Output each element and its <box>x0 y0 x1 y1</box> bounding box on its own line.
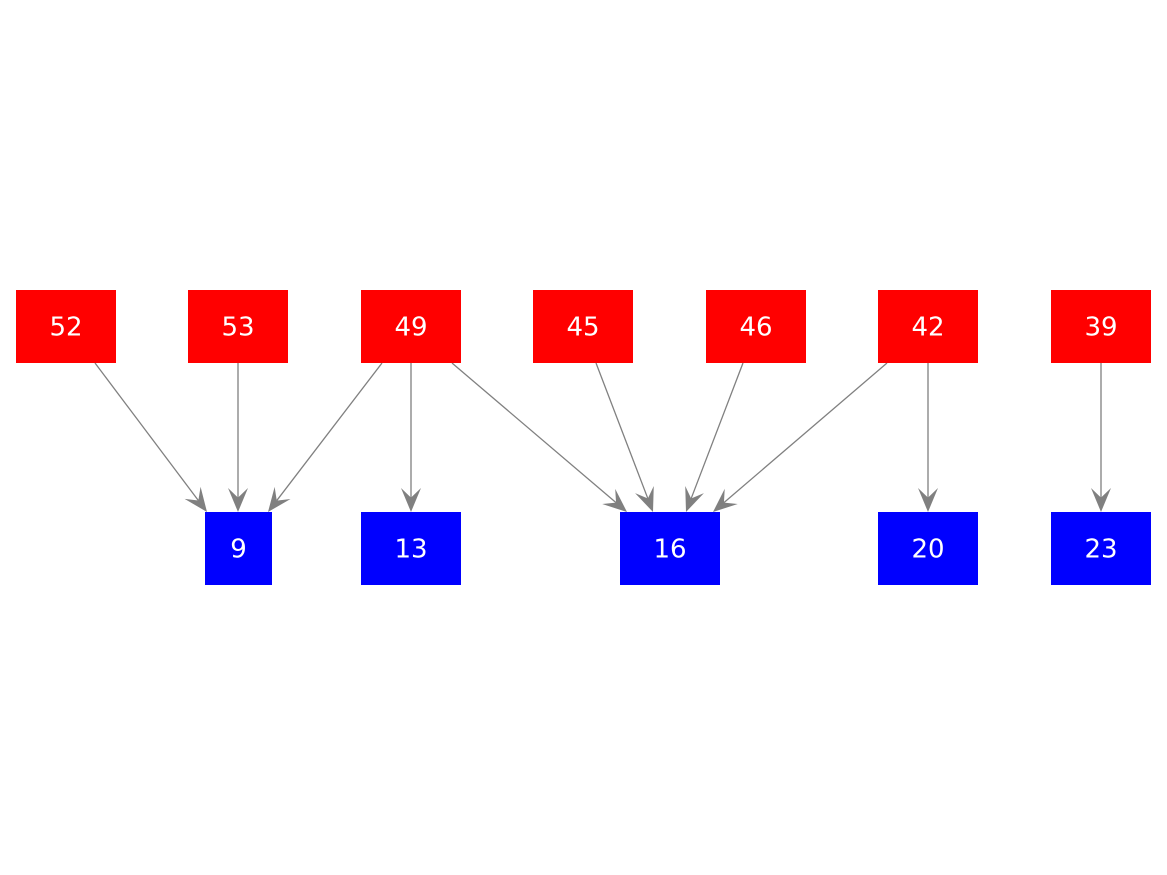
node-label: 20 <box>911 535 944 565</box>
edge-line <box>276 362 383 501</box>
arrowhead-icon <box>401 488 421 512</box>
node-label: 39 <box>1084 313 1117 343</box>
node-label: 16 <box>653 535 686 565</box>
target-node-9: 9 <box>205 512 272 585</box>
edge-53-to-9 <box>228 363 248 512</box>
node-box <box>878 512 978 585</box>
arrowhead-icon <box>685 486 704 512</box>
node-box <box>533 290 633 363</box>
edge-49-to-9 <box>268 362 383 512</box>
node-label: 9 <box>230 535 247 565</box>
arrowhead-icon <box>713 488 738 512</box>
source-node-39: 39 <box>1051 290 1151 363</box>
node-box <box>1051 512 1151 585</box>
source-node-52: 52 <box>16 290 116 363</box>
node-box <box>1051 290 1151 363</box>
node-label: 46 <box>739 313 772 343</box>
node-box <box>620 512 720 585</box>
node-box <box>205 512 272 585</box>
node-box <box>16 290 116 363</box>
source-node-53: 53 <box>188 290 288 363</box>
node-box <box>706 290 806 363</box>
node-label: 45 <box>566 313 599 343</box>
edges-layer <box>94 362 1111 512</box>
source-node-46: 46 <box>706 290 806 363</box>
arrowhead-icon <box>184 486 207 512</box>
edge-39-to-23 <box>1091 363 1111 512</box>
edge-line <box>451 362 617 504</box>
arrowhead-icon <box>228 488 248 512</box>
source-node-42: 42 <box>878 290 978 363</box>
node-box <box>361 512 461 585</box>
node-label: 23 <box>1084 535 1117 565</box>
node-box <box>188 290 288 363</box>
node-label: 49 <box>394 313 427 343</box>
node-label: 53 <box>221 313 254 343</box>
target-node-16: 16 <box>620 512 720 585</box>
edge-line <box>723 362 888 504</box>
edge-49-to-13 <box>401 363 421 512</box>
edge-42-to-20 <box>918 363 938 512</box>
arrowhead-icon <box>1091 488 1111 512</box>
nodes-layer: 52 53 49 45 46 42 39 9 13 16 20 23 <box>16 290 1151 585</box>
node-label: 42 <box>911 313 944 343</box>
arrowhead-icon <box>602 488 627 512</box>
arrowhead-icon <box>918 488 938 512</box>
edge-49-to-16 <box>451 362 627 512</box>
source-node-49: 49 <box>361 290 461 363</box>
source-node-45: 45 <box>533 290 633 363</box>
node-label: 13 <box>394 535 427 565</box>
node-label: 52 <box>49 313 82 343</box>
edge-42-to-16 <box>713 362 888 512</box>
arrowhead-icon <box>268 486 291 512</box>
edge-52-to-9 <box>94 362 207 512</box>
edge-46-to-16 <box>685 362 744 512</box>
edge-line <box>690 362 744 499</box>
node-box <box>361 290 461 363</box>
target-node-13: 13 <box>361 512 461 585</box>
target-node-23: 23 <box>1051 512 1151 585</box>
edge-45-to-16 <box>595 362 654 512</box>
target-node-20: 20 <box>878 512 978 585</box>
edge-line <box>595 362 649 499</box>
node-box <box>878 290 978 363</box>
edge-line <box>94 362 199 501</box>
arrowhead-icon <box>635 486 654 512</box>
